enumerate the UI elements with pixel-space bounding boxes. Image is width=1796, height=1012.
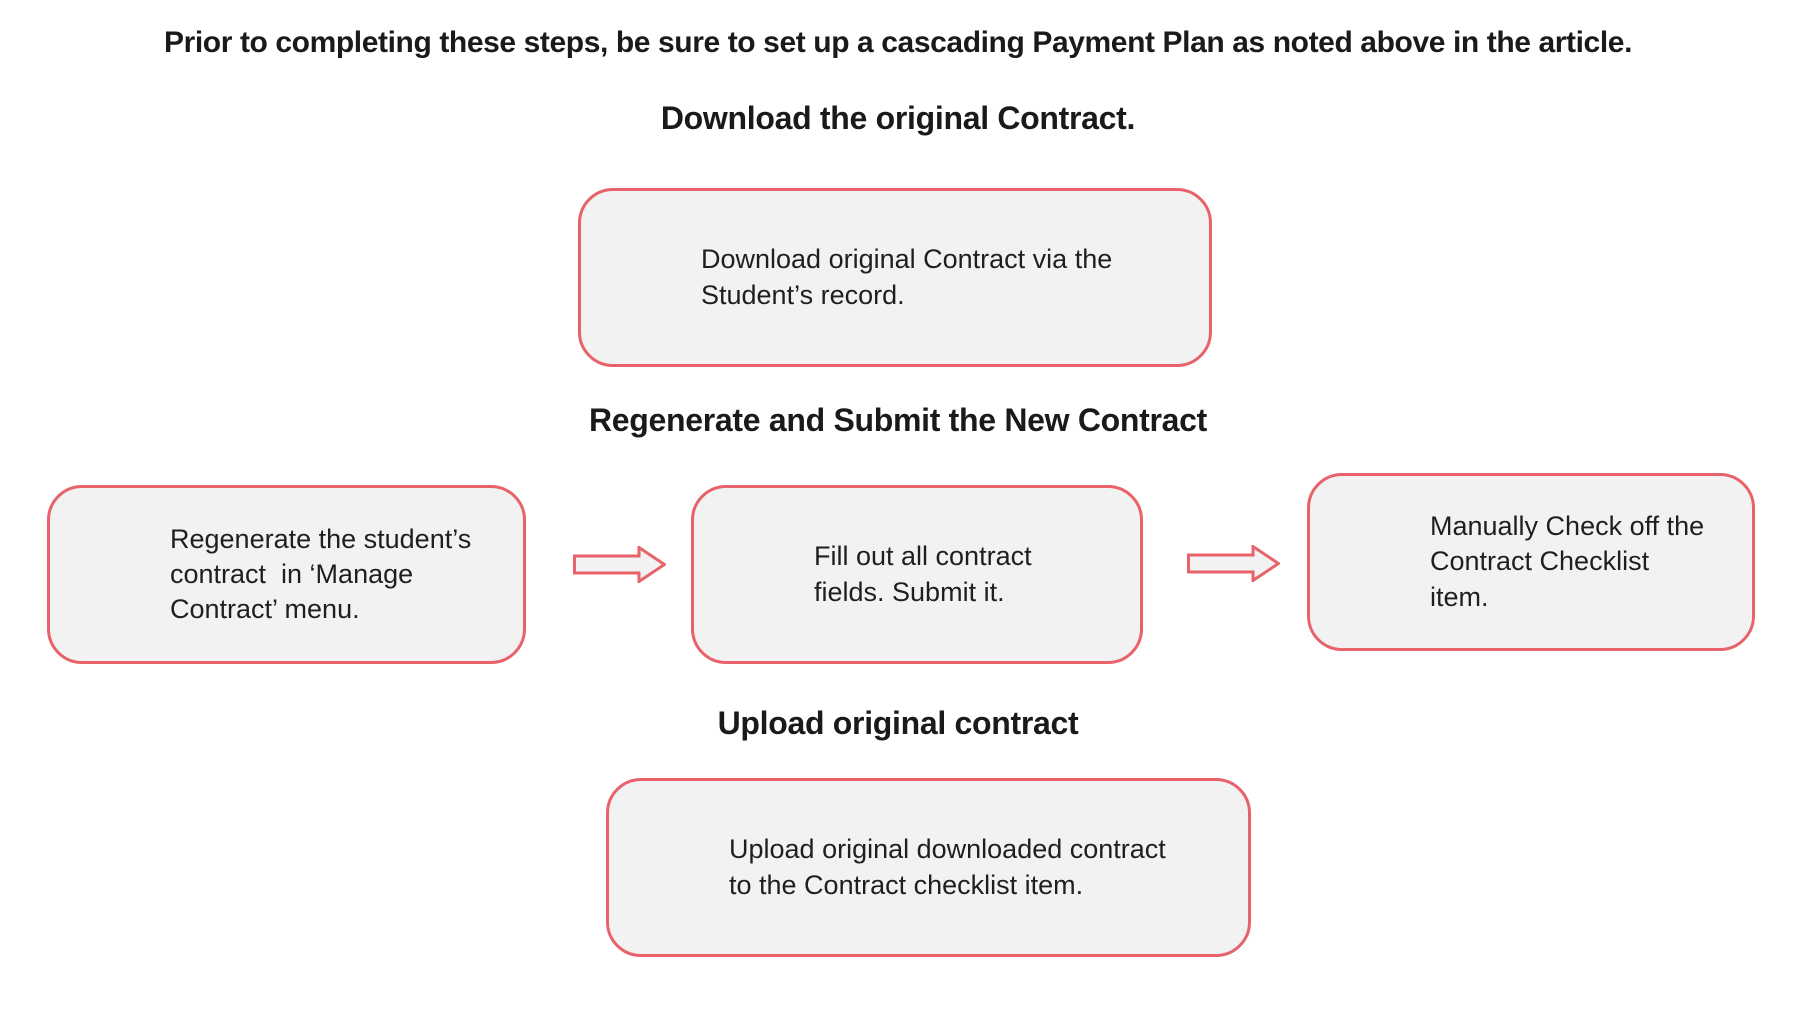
box-text-line: Contract’ menu. [170, 594, 360, 625]
box-text-line: Upload original downloaded contract [729, 834, 1166, 865]
flow-box-check-off-checklist: Manually Check off the Contract Checklis… [1307, 473, 1755, 651]
flow-box-text: Manually Check off the Contract Checklis… [1310, 509, 1740, 614]
intro-note: Prior to completing these steps, be sure… [163, 26, 1632, 59]
flow-box-upload-original: Upload original downloaded contract to t… [606, 778, 1251, 957]
box-text-line: fields. Submit it. [814, 576, 1005, 607]
arrow-right-icon [573, 546, 666, 583]
section-heading-upload: Upload original contract [717, 705, 1079, 741]
box-text-line: Fill out all contract [814, 541, 1032, 572]
box-text-line: Contract Checklist [1430, 546, 1650, 577]
section-heading-download: Download the original Contract. [660, 100, 1136, 136]
flow-box-download-original: Download original Contract via the Stude… [578, 188, 1212, 367]
flow-box-text: Fill out all contract fields. Submit it. [694, 539, 1068, 609]
flow-box-text: Download original Contract via the Stude… [581, 242, 1148, 312]
box-text-line: to the Contract checklist item. [729, 869, 1084, 900]
box-text-line: Student’s record. [701, 279, 905, 310]
box-text-line: Manually Check off the [1430, 511, 1705, 542]
flow-box-text: Regenerate the student’s contract in ‘Ma… [50, 522, 507, 627]
flow-box-text: Upload original downloaded contract to t… [609, 832, 1202, 902]
box-text-line: Regenerate the student’s [170, 523, 472, 554]
flow-box-regenerate-contract: Regenerate the student’s contract in ‘Ma… [47, 485, 526, 664]
arrow-right-icon [1187, 545, 1280, 582]
box-text-line: Download original Contract via the [701, 244, 1113, 275]
box-text-line: item. [1430, 581, 1489, 612]
section-heading-regenerate: Regenerate and Submit the New Contract [588, 402, 1208, 438]
flow-box-fill-fields: Fill out all contract fields. Submit it. [691, 485, 1143, 664]
box-text-line: contract in ‘Manage [170, 558, 414, 589]
